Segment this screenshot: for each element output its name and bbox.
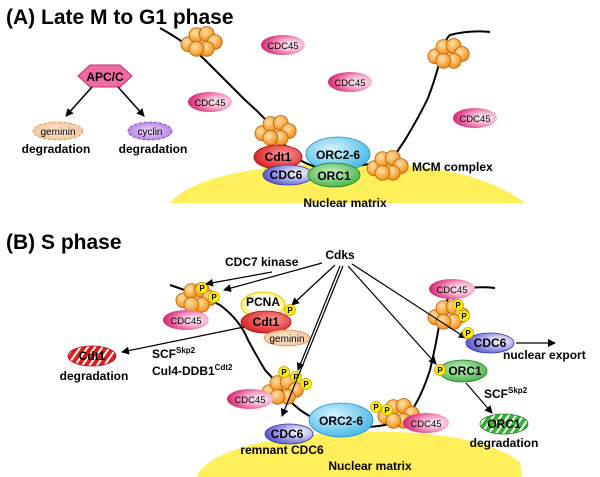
cdc45-b3: CDC45 (403, 413, 449, 433)
scf2-sup: Skp2 (508, 386, 528, 395)
apc-c-hexagon (77, 64, 133, 88)
orc1-degradation-arrow (465, 382, 493, 414)
phospho-label: P (437, 366, 443, 375)
phospho-label: P (303, 380, 309, 389)
degradation-b-left: degradation (60, 369, 129, 383)
cdc45-a3-label: CDC45 (194, 98, 225, 109)
orc1-a-label: ORC1 (317, 169, 351, 183)
geminin-b (263, 329, 311, 347)
orc1-b-label: ORC1 (448, 364, 482, 378)
cdks-label: Cdks (325, 248, 355, 262)
geminin-a-label: geminin (40, 127, 75, 138)
cdc45-b3-label: CDC45 (410, 419, 441, 430)
cdks-arrow-to-cdt1 (291, 264, 336, 306)
cdc45-a4-label: CDC45 (459, 114, 490, 125)
nuclear-export-label: nuclear export (503, 348, 586, 362)
cdc6-a-label: CDC6 (270, 168, 303, 182)
cdc6-b-export (465, 332, 515, 354)
cdks-arrow-to-mcm (223, 262, 323, 292)
phospho-cdt1 (284, 304, 296, 316)
cdc7-kinase-label: CDC7 kinase (225, 255, 299, 269)
cdt1-b (240, 310, 292, 334)
phospho-cdc6 (462, 327, 474, 339)
nuclear-matrix-a-label: Nuclear matrix (303, 196, 387, 210)
cyclin-oval-a (127, 121, 173, 141)
scf-skp2-label-right: SCFSkp2 (484, 386, 528, 401)
scf-sup: Skp2 (176, 346, 196, 355)
cdc45-a4: CDC45 (453, 108, 497, 128)
mcm-complex-a4 (427, 38, 470, 69)
apc-c-label: APC/C (86, 70, 124, 84)
apc-arrow-right (117, 86, 145, 117)
cdc6-b-export-label: CDC6 (474, 336, 507, 350)
cul4-label: Cul4-DDB1Cdt2 (152, 363, 233, 378)
phospho-label: P (373, 403, 379, 412)
cdc45-b4: CDC45 (429, 279, 475, 299)
phospho-label: P (211, 293, 217, 302)
orc2-6-a-label: ORC2-6 (316, 148, 360, 162)
cdc45-a2-label: CDC45 (334, 78, 365, 89)
cyclin-a-label: cyclin (137, 127, 162, 138)
geminin-b-label: geminin (269, 334, 304, 345)
orc1-degraded-label: ORC1 (487, 417, 521, 431)
cdc6-b-remnant (264, 423, 314, 445)
nuclear-matrix-b-label: Nuclear matrix (328, 459, 412, 473)
mcm-complex-a2 (254, 115, 297, 146)
phospho-group-b4: P P (452, 299, 470, 322)
phospho-group-b3: P P (370, 401, 393, 416)
orc2-6-b-label: ORC2-6 (319, 414, 363, 428)
cdt1-a-label: Cdt1 (265, 150, 292, 164)
cdc45-a3: CDC45 (188, 92, 232, 112)
phospho-label: P (293, 373, 299, 382)
cdc45-b1-label: CDC45 (170, 316, 201, 327)
phospho-label: P (287, 306, 293, 315)
mcm-complex-a1 (180, 26, 223, 57)
scf-main: SCF (152, 347, 176, 361)
cdc45-b1: CDC45 (163, 310, 209, 330)
panel-b-title: (B) S phase (6, 231, 122, 254)
phospho-label: P (281, 368, 287, 377)
orc1-degraded (479, 413, 529, 435)
orc2-6-b (308, 402, 374, 438)
geminin-oval-a (32, 121, 84, 141)
scf-skp2-label-left: SCFSkp2 (152, 346, 196, 361)
phospho-label: P (384, 406, 390, 415)
cdks-arrow-to-mcm2 (296, 265, 341, 371)
cul4-sup: Cdt2 (215, 363, 233, 372)
cdc45-b4-label: CDC45 (436, 285, 467, 296)
mcm-complex-label: MCM complex (412, 160, 493, 174)
scf2-main: SCF (484, 387, 508, 401)
apc-arrow-left (65, 86, 93, 117)
pcna-label: PCNA (246, 295, 280, 309)
cdt1-degraded-label: Cdt1 (79, 349, 106, 363)
remnant-cdc6-label: remnant CDC6 (240, 443, 324, 457)
degradation-a-right: degradation (119, 142, 188, 156)
cdt1-to-degradation-arrow (121, 326, 245, 355)
panel-a-title: (A) Late M to G1 phase (6, 6, 234, 29)
degradation-b-right: degradation (470, 436, 539, 450)
cdt1-degraded (67, 345, 117, 367)
cul4-main: Cul4-DDB1 (152, 364, 215, 378)
phospho-label: P (465, 329, 471, 338)
cdc6-b-remnant-label: CDC6 (271, 427, 304, 441)
phospho-orc1 (434, 364, 446, 376)
phospho-label: P (461, 312, 467, 321)
phospho-group-b1: P P (196, 282, 220, 303)
cdc45-a2: CDC45 (328, 72, 372, 92)
cdks-arrow-to-cdc6-remnant (280, 265, 344, 417)
cdks-arrow-to-cdc6 (351, 263, 467, 339)
cdc45-b2-label: CDC45 (234, 395, 265, 406)
cdt1-b-label: Cdt1 (253, 315, 280, 329)
cdc45-a1: CDC45 (261, 35, 305, 55)
cdc45-b2: CDC45 (227, 389, 273, 409)
phospho-label: P (199, 284, 205, 293)
degradation-a-left: degradation (22, 142, 91, 156)
phospho-label: P (455, 301, 461, 310)
cdc45-a1-label: CDC45 (267, 41, 298, 52)
cdc7-arrow (205, 271, 273, 287)
orc1-a (307, 162, 361, 188)
cdks-arrow-to-orc1 (347, 265, 437, 365)
